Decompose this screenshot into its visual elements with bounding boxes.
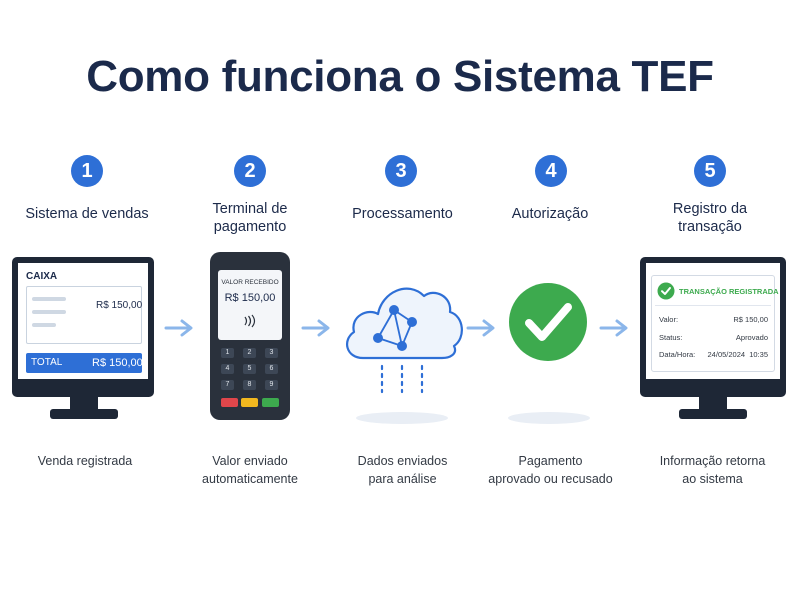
page-title: Como funciona o Sistema TEF bbox=[86, 52, 714, 101]
monitor-neck bbox=[699, 397, 727, 409]
step-4-heading: Autorização bbox=[490, 205, 610, 223]
keypad-key: 4 bbox=[221, 364, 234, 374]
step-3-heading-line: Processamento bbox=[352, 206, 453, 222]
step-4-caption-line-1: Pagamento bbox=[518, 454, 583, 468]
flow-arrow-icon bbox=[164, 319, 193, 337]
step-1-caption-line: Venda registrada bbox=[37, 454, 133, 468]
keypad-key: 7 bbox=[221, 380, 234, 390]
row-value: R$ 150,00 bbox=[733, 315, 768, 324]
step-1-caption: Venda registrada bbox=[10, 452, 160, 470]
step-5-caption-line-1: Informação retorna bbox=[659, 454, 766, 468]
step-3-caption: Dados enviados para análise bbox=[330, 452, 475, 488]
step-3-number-badge: 3 bbox=[385, 155, 417, 187]
total-label: TOTAL bbox=[31, 357, 63, 368]
sale-amount: R$ 150,00 bbox=[96, 300, 143, 311]
cloud-processing-icon bbox=[346, 287, 463, 394]
row-label: Valor: bbox=[659, 315, 679, 324]
approved-check-icon bbox=[509, 283, 587, 361]
step-5-heading-line-1: Registro da bbox=[672, 201, 748, 217]
cancel-key bbox=[221, 398, 238, 407]
transaction-status-title: TRANSAÇÃO REGISTRADA bbox=[679, 287, 779, 296]
contactless-icon bbox=[244, 314, 256, 328]
step-5-caption: Informação retorna ao sistema bbox=[640, 452, 785, 488]
step-5-number-badge: 5 bbox=[694, 155, 726, 187]
monitor-base bbox=[679, 409, 747, 419]
transaction-card bbox=[651, 275, 775, 372]
step-5-heading-line-2: transação bbox=[678, 219, 742, 235]
total-amount: R$ 150,00 bbox=[92, 357, 143, 369]
step-2-heading-line-2: pagamento bbox=[213, 219, 287, 235]
keypad-key: 2 bbox=[243, 348, 256, 358]
flow-arrow-icon bbox=[301, 319, 330, 337]
keypad-key: 1 bbox=[221, 348, 234, 358]
sale-items-panel bbox=[26, 286, 142, 344]
step-3-caption-line-1: Dados enviados bbox=[357, 454, 448, 468]
terminal-screen-label: VALOR RECEBIDO bbox=[221, 279, 279, 286]
total-bar bbox=[26, 353, 142, 373]
monitor-neck bbox=[70, 397, 98, 409]
confirm-key bbox=[262, 398, 279, 407]
keypad-key: 9 bbox=[265, 380, 278, 390]
step-4-caption-line-2: aprovado ou recusado bbox=[488, 472, 613, 486]
step-3-caption-line-2: para análise bbox=[368, 472, 437, 486]
caixa-label: CAIXA bbox=[26, 271, 58, 282]
step-2-caption-line-2: automaticamente bbox=[202, 472, 298, 486]
flow-arrow-icon bbox=[466, 319, 495, 337]
step-4-caption: Pagamento aprovado ou recusado bbox=[478, 452, 623, 488]
step-3-heading: Processamento bbox=[340, 205, 465, 223]
step-5-heading: Registro da transação bbox=[650, 200, 770, 236]
divider bbox=[655, 305, 771, 306]
keypad-key: 8 bbox=[243, 380, 256, 390]
cloud-shadow bbox=[356, 412, 448, 424]
step-4-number-badge: 4 bbox=[535, 155, 567, 187]
step-2-heading: Terminal de pagamento bbox=[190, 200, 310, 236]
step-1-heading-line: Sistema de vendas bbox=[25, 206, 149, 222]
step-2-heading-line-1: Terminal de bbox=[212, 201, 288, 217]
step-2-caption-line-1: Valor enviado bbox=[212, 454, 288, 468]
step-5-caption-line-2: ao sistema bbox=[682, 472, 743, 486]
terminal-screen bbox=[218, 270, 282, 340]
keypad-key: 6 bbox=[265, 364, 278, 374]
step-1-heading: Sistema de vendas bbox=[12, 205, 162, 223]
success-check-icon bbox=[657, 282, 675, 300]
item-placeholder-line bbox=[32, 297, 66, 301]
item-placeholder-line bbox=[32, 310, 66, 314]
check-shadow bbox=[508, 412, 590, 424]
row-label: Status: bbox=[659, 333, 683, 342]
keypad-key: 5 bbox=[243, 364, 256, 374]
item-placeholder-line bbox=[32, 323, 56, 327]
step-4-heading-line: Autorização bbox=[511, 206, 589, 222]
step-2-caption: Valor enviado automaticamente bbox=[180, 452, 320, 488]
row-value: Aprovado bbox=[735, 333, 768, 342]
row-label: Data/Hora: bbox=[659, 350, 696, 359]
monitor-base bbox=[50, 409, 118, 419]
flow-arrow-icon bbox=[599, 319, 628, 337]
keypad-key: 3 bbox=[265, 348, 278, 358]
registry-monitor-screen bbox=[646, 263, 780, 379]
step-1-number-badge: 1 bbox=[71, 155, 103, 187]
row-value: 24/05/2024 10:35 bbox=[707, 350, 768, 359]
step-2-number-badge: 2 bbox=[234, 155, 266, 187]
terminal-screen-amount: R$ 150,00 bbox=[224, 292, 276, 304]
clear-key bbox=[241, 398, 258, 407]
